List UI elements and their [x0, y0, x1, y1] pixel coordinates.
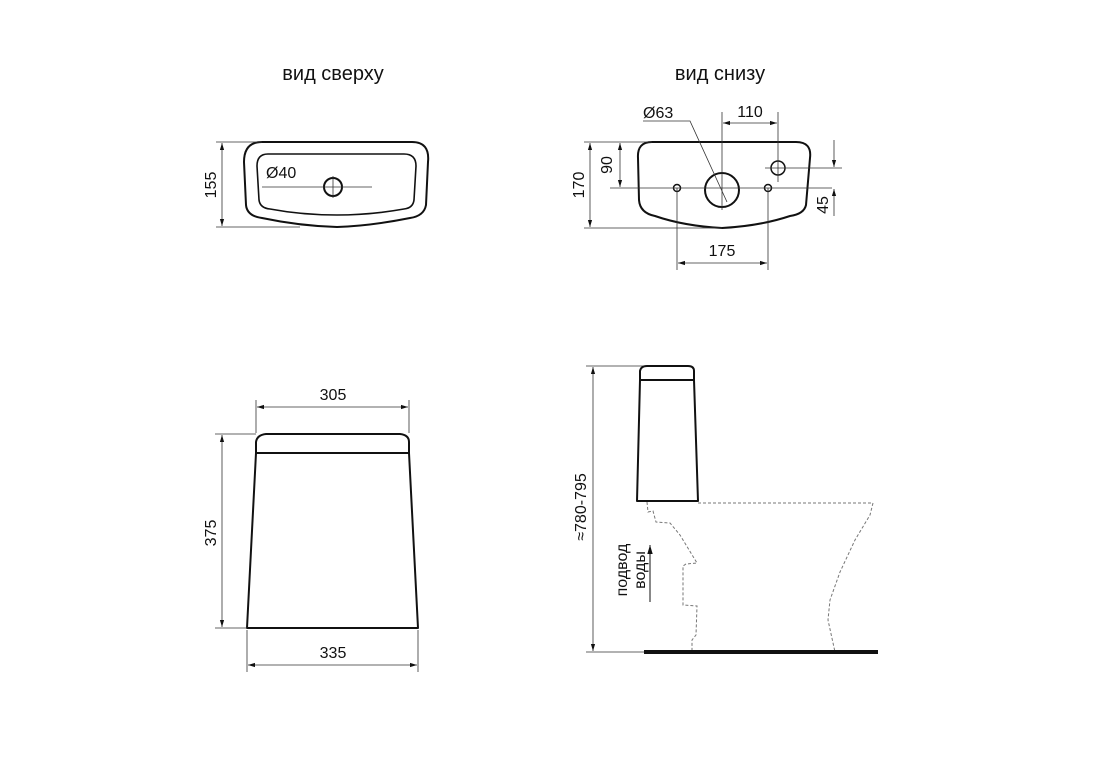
water-supply-label-1: подвод — [614, 543, 631, 596]
dim-drain-diameter: Ø63 — [643, 105, 673, 122]
dim-hole-offset: 90 — [599, 156, 616, 174]
tank-lid — [255, 433, 410, 454]
leader-line — [643, 120, 728, 203]
top-view-title: вид сверху — [282, 63, 383, 85]
bottom-view: вид снизу 170 90 110 Ø63 45 175 — [571, 63, 842, 270]
tank-top-inner-outline — [256, 153, 417, 216]
bottom-view-title: вид снизу — [675, 63, 765, 85]
side-view: ≈780-795 подвод воды — [573, 365, 878, 654]
tank-bottom-outline — [636, 141, 812, 229]
tank-top-outline — [243, 141, 430, 228]
dim-height: 375 — [203, 520, 220, 547]
dim-bolt-spacing: 175 — [709, 243, 736, 260]
top-view: вид сверху Ø40 155 — [203, 63, 430, 228]
dim-inlet-offset: 110 — [737, 104, 763, 121]
dim-hole-diameter: Ø40 — [266, 165, 296, 182]
toilet-bowl-outline — [646, 501, 874, 653]
dim-bottom-width: 335 — [320, 645, 347, 662]
tank-body — [246, 452, 419, 629]
dim-depth: 155 — [203, 172, 220, 199]
dim-total-height: ≈780-795 — [573, 473, 590, 541]
tank-body-side — [636, 379, 699, 502]
water-supply-label-2: воды — [632, 551, 649, 589]
dim-inlet-vertical: 45 — [815, 196, 832, 214]
tank-lid-side — [639, 365, 695, 381]
front-view: 305 375 335 — [203, 387, 419, 672]
dim-top-width: 305 — [320, 387, 347, 404]
dim-depth: 170 — [571, 172, 588, 199]
